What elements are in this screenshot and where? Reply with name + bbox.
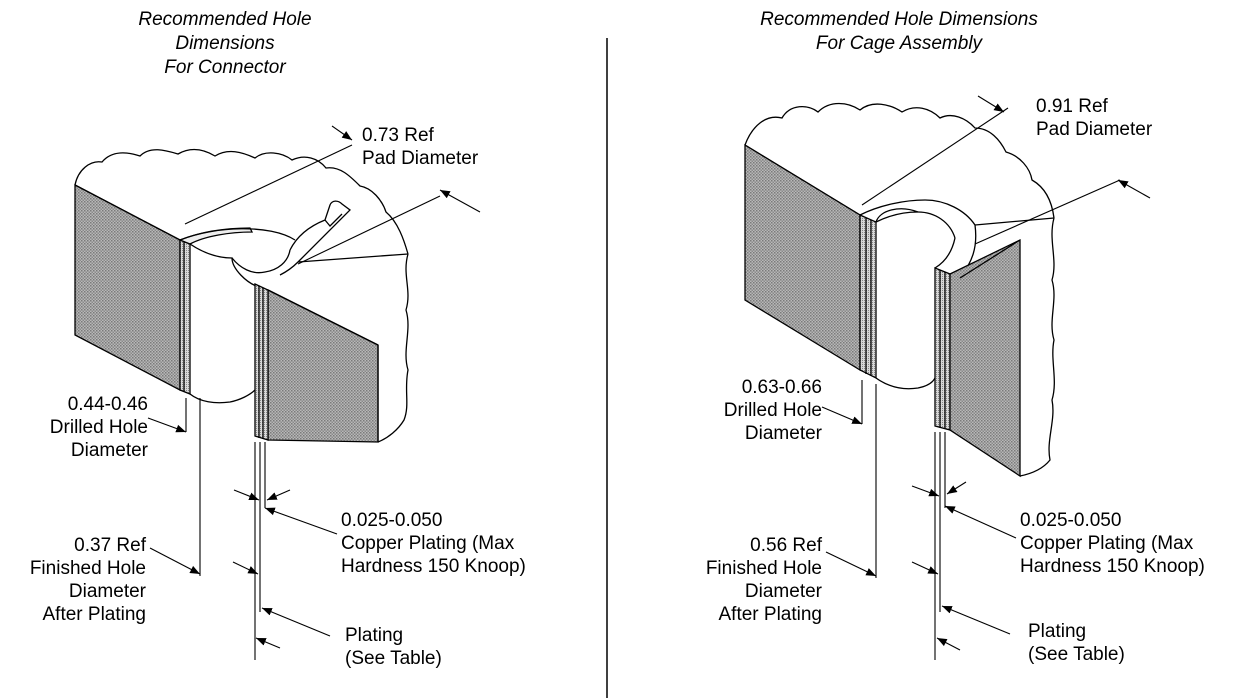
cage-finished-dim: 0.56 Ref [750, 535, 822, 556]
connector-copper-label2: Hardness 150 Knoop) [341, 556, 526, 577]
connector-pad-dim: 0.73 Ref [362, 125, 434, 146]
connector-plating-label2: (See Table) [345, 648, 442, 669]
cage-finished-label2: Diameter [744, 581, 822, 602]
connector-title: Recommended Hole Dimensions For Connecto… [95, 8, 355, 80]
connector-copper-dim: 0.025-0.050 [341, 510, 443, 531]
cage-copper-dim: 0.025-0.050 [1020, 510, 1122, 531]
connector-pad-label: Pad Diameter [362, 148, 479, 169]
connector-finished-label1: Finished Hole [29, 558, 146, 579]
connector-drill-label1: Drilled Hole [49, 417, 148, 438]
cage-title-line1: Recommended Hole Dimensions [760, 9, 1038, 30]
connector-plating-label1: Plating [345, 625, 404, 646]
cage-dimension-lines [821, 95, 1151, 660]
cage-title-line2: For Cage Assembly [815, 33, 983, 54]
cage-title: Recommended Hole Dimensions For Cage Ass… [754, 8, 1044, 56]
connector-dimension-lines [147, 125, 481, 660]
connector-hole-drawing [74, 148, 409, 443]
cage-hole-drawing [744, 102, 1055, 478]
connector-finished-label3: After Plating [42, 604, 147, 625]
connector-copper-label1: Copper Plating (Max [341, 533, 515, 554]
connector-title-line1: Recommended Hole Dimensions [138, 9, 312, 54]
cage-copper-label2: Hardness 150 Knoop) [1020, 556, 1205, 577]
cage-finished-label3: After Plating [718, 604, 823, 625]
cage-pad-label: Pad Diameter [1036, 119, 1153, 140]
connector-drill-dim: 0.44-0.46 [67, 394, 148, 415]
cage-finished-label1: Finished Hole [705, 558, 822, 579]
connector-title-line2: For Connector [164, 57, 286, 78]
cage-plating-label1: Plating [1028, 621, 1087, 642]
connector-finished-label2: Diameter [68, 581, 146, 602]
connector-drill-label2: Diameter [70, 440, 148, 461]
cage-copper-label1: Copper Plating (Max [1020, 533, 1194, 554]
cage-drill-dim: 0.63-0.66 [741, 377, 822, 398]
cage-plating-label2: (See Table) [1028, 644, 1125, 665]
cage-drill-label2: Diameter [744, 423, 822, 444]
cage-drill-label1: Drilled Hole [723, 400, 822, 421]
cage-pad-dim: 0.91 Ref [1036, 96, 1108, 117]
connector-finished-dim: 0.37 Ref [74, 535, 146, 556]
